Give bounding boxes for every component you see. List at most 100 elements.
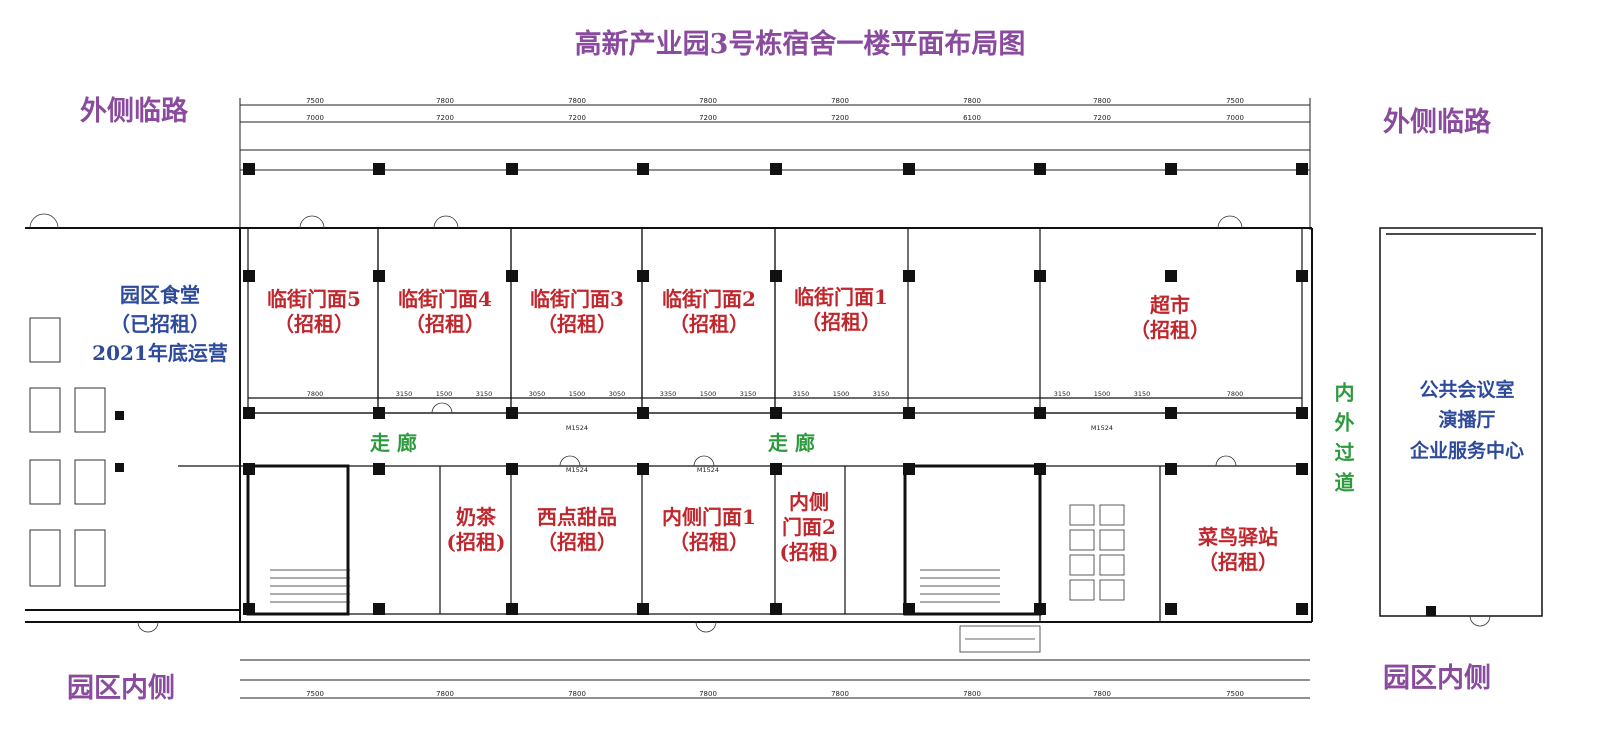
street-shop-3-status: （招租） [537,312,617,336]
ramp [959,625,1041,653]
inner-shop-1-status: （招租） [669,530,749,554]
dim-text-bottom: 7500 7800 7800 7800 7800 7800 7800 7500 [306,690,1244,698]
street-shop-2: 临街门面2 （招租） [645,287,773,337]
dim-top1-7: 7500 [1226,97,1244,105]
public-center-line1: 公共会议室 [1419,379,1515,401]
inner-shop-1: 内侧门面1 （招租） [645,505,773,555]
inner-shop-1-name: 内侧门面1 [662,505,756,529]
dim-top1-2: 7800 [568,97,586,105]
dim-bot-6: 7800 [1093,690,1111,698]
dim-mid-9: 3150 [740,390,757,398]
passage-label: 内外过道 [1331,382,1355,502]
street-shop-1: 临街门面1 （招租） [777,285,905,335]
dessert-name: 西点甜品 [537,505,617,529]
dim-top2-0: 7000 [306,114,324,122]
dim-mid-12: 3150 [873,390,890,398]
public-center-line3: 企业服务中心 [1409,439,1524,462]
street-shop-2-name: 临街门面2 [662,287,756,311]
dim-top1-1: 7800 [436,97,454,105]
canteen-line2: （已招租） [110,312,210,336]
street-shop-1-name: 临街门面1 [794,285,888,309]
corridor-label-right: 走 廊 [768,431,815,455]
supermarket-name: 超市 [1150,293,1190,317]
dim-top1-6: 7800 [1093,97,1111,105]
dim-top2-6: 7200 [1093,114,1111,122]
dim-mid-4: 3050 [529,390,546,398]
outer-road-left-label: 外侧临路 [80,96,188,127]
dim-bot-1: 7800 [436,690,454,698]
dim-top2-3: 7200 [699,114,717,122]
canteen-line3: 2021年底运营 [92,341,228,365]
canteen-columns [115,411,124,472]
door-arcs [29,213,1491,633]
dim-mid-6: 3050 [609,390,626,398]
dessert-shop: 西点甜品 （招租） [514,505,640,555]
inner-park-right-label: 园区内侧 [1383,663,1491,694]
canteen-tables [29,317,106,587]
door-mark-4: M1524 [697,466,719,474]
dim-top2-2: 7200 [568,114,586,122]
right-building [1379,227,1543,617]
milk-tea-name: 奶茶 [456,505,496,529]
dim-bot-7: 7500 [1226,690,1244,698]
dim-mid-3: 3150 [476,390,493,398]
milk-tea-shop: 奶茶 (招租) [443,505,509,555]
public-center: 公共会议室 演播厅 企业服务中心 [1392,375,1542,466]
dim-mid-5: 1500 [569,390,586,398]
cainiao-station: 菜鸟驿站 （招租） [1178,525,1298,575]
dim-mid-8: 1500 [700,390,717,398]
dim-bot-4: 7800 [831,690,849,698]
supermarket: 超市 （招租） [1110,293,1230,343]
dim-bot-2: 7800 [568,690,586,698]
corridor-walls [178,412,1302,467]
street-shop-1-status: （招租） [801,310,881,334]
cainiao-name: 菜鸟驿站 [1198,525,1278,549]
street-shop-3: 临街门面3 （招租） [514,287,640,337]
outer-road-right-label: 外侧临路 [1383,107,1491,138]
public-center-line2: 演播厅 [1438,409,1496,432]
dim-bot-0: 7500 [306,690,324,698]
dim-mid-11: 1500 [833,390,850,398]
toilet-stalls [1069,504,1125,601]
cainiao-status: （招租） [1198,550,1278,574]
dim-bot-3: 7800 [699,690,717,698]
dim-mid-13: 3150 [1054,390,1071,398]
inner-shop-2-status: (招租) [779,540,839,564]
street-shop-5: 临街门面5 （招租） [252,287,376,337]
stair-left [270,569,350,603]
street-shop-5-name: 临街门面5 [267,287,361,311]
street-shop-3-name: 临街门面3 [530,287,624,311]
street-shop-4-status: （招租） [405,312,485,336]
street-shop-4-name: 临街门面4 [398,287,492,311]
stair-right [920,569,1000,603]
door-mark-1: M1524 [566,424,588,432]
street-shop-4: 临街门面4 （招租） [382,287,508,337]
dim-top1-3: 7800 [699,97,717,105]
inner-shop-2: 内侧 门面2 (招租) [776,490,842,565]
dim-mid-16: 7800 [1227,390,1244,398]
street-shop-2-status: （招租） [669,312,749,336]
inner-shop-2-name: 内侧 [789,490,829,514]
dim-top1-0: 7500 [306,97,324,105]
door-mark-2: M1524 [1091,424,1113,432]
corridor-label-left: 走 廊 [370,431,417,455]
dim-top1-4: 7800 [831,97,849,105]
dim-top2-5: 6100 [963,114,981,122]
dim-bot-5: 7800 [963,690,981,698]
inner-park-left-label: 园区内侧 [67,673,175,704]
milk-tea-status: (招租) [446,530,506,554]
dim-top2-1: 7200 [436,114,454,122]
dim-mid-0: 7800 [307,390,324,398]
street-shop-5-status: （招租） [274,312,354,336]
canteen-line1: 园区食堂 [120,283,200,307]
page-title: 高新产业园3号栋宿舍一楼平面布局图 [574,29,1026,60]
dim-top2-7: 7000 [1226,114,1244,122]
canteen-label: 园区食堂 （已招租） 2021年底运营 [80,283,240,366]
bottom-dimension-lines [240,659,1310,699]
door-mark-3: M1524 [566,466,588,474]
dim-top2-4: 7200 [831,114,849,122]
inner-shop-2-name2: 门面2 [782,515,836,539]
